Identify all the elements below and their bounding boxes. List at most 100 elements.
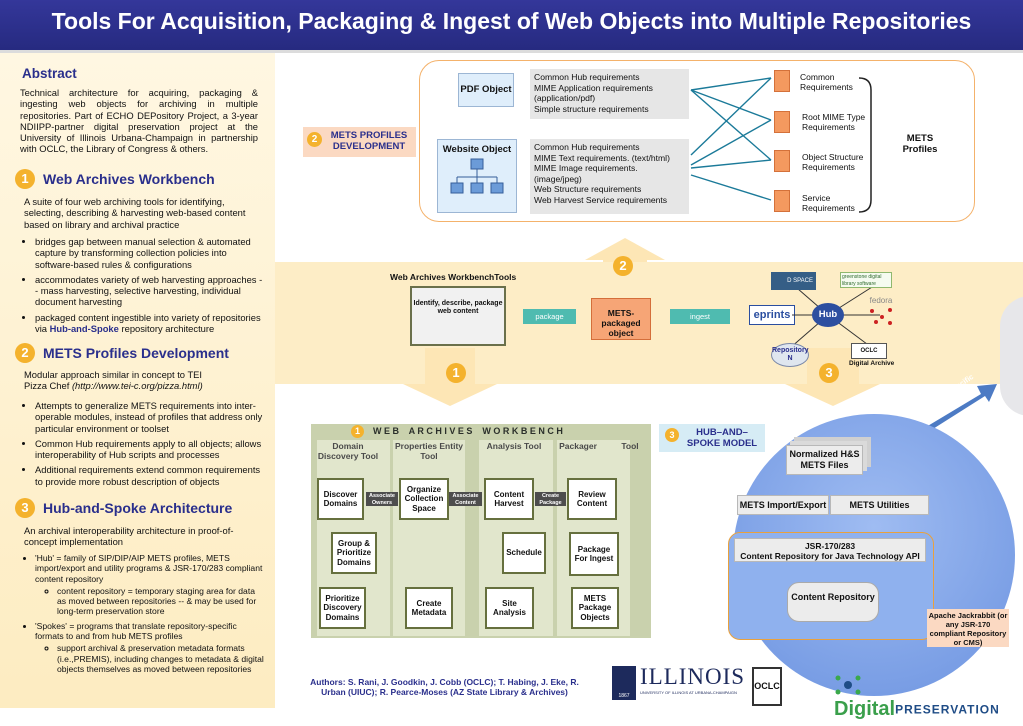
mets-profiles-label: METS Profiles xyxy=(902,133,938,155)
site-tree-icon xyxy=(450,158,504,194)
tools-stack-box: Identify, describe, package web content xyxy=(410,286,506,346)
illinois-wordmark: ILLINOIS xyxy=(640,664,746,689)
left-column: Abstract Technical architecture for acqu… xyxy=(0,53,275,708)
profile-doc-icon xyxy=(774,70,790,92)
dp-digital: Digital xyxy=(834,698,896,720)
cloud-shape xyxy=(1000,296,1023,416)
section-1-number: 1 xyxy=(15,169,35,189)
profile-doc-icon xyxy=(774,190,790,212)
up-arrow-2 xyxy=(585,238,665,262)
section-1-intro: A suite of four web archiving tools for … xyxy=(24,196,246,230)
content-repository: Content Repository xyxy=(787,582,879,622)
fedora-logo: fedora xyxy=(866,296,896,330)
bullet-text: repository architecture xyxy=(118,323,215,335)
discover-domains-card: Discover Domains xyxy=(317,478,364,520)
associate-owners-step: Associate Owners xyxy=(366,492,398,506)
section-2-bullets: Attempts to generalize METS requirements… xyxy=(24,400,264,491)
section-2-heading: METS Profiles Development xyxy=(43,345,229,361)
page-title: Tools For Acquisition, Packaging & Inges… xyxy=(51,8,972,34)
req-line: Common Hub requirements xyxy=(534,142,640,152)
mets-import-export: METS Import/Export xyxy=(737,495,829,515)
ingest-arrow: ingest xyxy=(670,309,730,324)
package-for-ingest-card: Package For Ingest xyxy=(569,532,619,576)
section-3-intro: An archival interoperability architectur… xyxy=(24,525,234,548)
oclc-logo: OCLC xyxy=(752,667,782,706)
abstract-text: Technical architecture for acquiring, pa… xyxy=(20,87,258,155)
schedule-card: Schedule xyxy=(502,532,546,574)
authors-text: Authors: S. Rani, J. Goodkin, J. Cobb (O… xyxy=(310,677,579,697)
create-package-step: Create Package xyxy=(535,492,566,506)
bullet-text: 'Spokes' = programs that translate repos… xyxy=(35,620,237,642)
list-item: packaged content ingestible into variety… xyxy=(35,312,264,335)
tag-label: HUB–AND– SPOKE MODEL xyxy=(686,427,758,449)
fedora-dots-icon xyxy=(870,308,892,325)
package-arrow: package xyxy=(523,309,576,324)
prioritize-domains-card: Prioritize Discovery Domains xyxy=(319,587,366,629)
req-line: Web Harvest Service requirements xyxy=(534,194,668,205)
hub-node: Hub xyxy=(812,303,844,327)
list-item: 'Spokes' = programs that translate repos… xyxy=(35,621,264,674)
website-object-label: Website Object xyxy=(442,144,512,155)
profile-label-root-mime: Root MIME Type Requirements xyxy=(802,112,866,132)
list-item: accommodates variety of web harvesting a… xyxy=(35,274,264,308)
profile-label-common: Common Requirements xyxy=(800,72,853,92)
pdf-object-box: PDF Object xyxy=(458,73,514,107)
illinois-seal: 1867 xyxy=(612,666,636,700)
bullet-text: packaged content ingestible into variety… xyxy=(35,311,261,335)
waw-number: 1 xyxy=(351,425,364,438)
mets-profiles-tag: 2 METS PROFILES DEVELOPMENT xyxy=(303,127,416,157)
dp-dots-icon xyxy=(835,675,861,695)
req-line: Common Hub requirements xyxy=(534,72,640,82)
hub-and-spoke-term: Hub-and-Spoke xyxy=(49,323,119,335)
req-line: MIME Image requirements. (image/jpeg) xyxy=(534,163,638,184)
waw-col-label: Analysis Tool xyxy=(486,441,542,451)
hub-model-tag: 3 HUB–AND– SPOKE MODEL xyxy=(659,424,765,452)
profile-doc-icon xyxy=(774,111,790,133)
greenstone-logo: greenstone digital library software xyxy=(840,272,892,288)
section-1-heading: Web Archives Workbench xyxy=(43,171,215,187)
req-line: MIME Application requirements (applicati… xyxy=(534,82,653,104)
review-content-card: Review Content xyxy=(567,478,617,520)
fedora-label: fedora xyxy=(869,296,893,305)
section-3-number: 3 xyxy=(15,498,35,518)
list-item: Additional requirements extend common re… xyxy=(35,464,264,487)
waw-title: W E B A R C H I V E S W O R K B E N C H xyxy=(373,426,563,436)
tag-label: METS PROFILES DEVELOPMENT xyxy=(330,130,408,152)
list-item: 'Hub' = family of SIP/DIP/AIP METS profi… xyxy=(35,553,264,617)
section-3-bullets: 'Hub' = family of SIP/DIP/AIP METS profi… xyxy=(24,553,264,678)
intro-text: Pizza Chef xyxy=(24,380,72,392)
profile-doc-icon xyxy=(774,150,790,172)
sub-list-item: support archival & preservation metadata… xyxy=(57,643,264,674)
flow-number-3: 3 xyxy=(819,363,839,383)
repository-n-node: Repository N xyxy=(771,343,809,367)
flow-number-2: 2 xyxy=(613,256,633,276)
tools-title: Web Archives WorkbenchTools xyxy=(390,272,517,282)
bullet-text: 'Hub' = family of SIP/DIP/AIP METS profi… xyxy=(35,553,263,584)
header-bar: Tools For Acquisition, Packaging & Inges… xyxy=(0,0,1023,53)
list-item: Common Hub requirements apply to all obj… xyxy=(35,438,264,461)
group-domains-card: Group & Prioritize Domains xyxy=(331,532,377,574)
waw-col-label: Properties Entity Tool xyxy=(394,441,464,461)
flow-number-1: 1 xyxy=(446,363,466,383)
website-object-box: Website Object xyxy=(437,139,517,213)
content-harvest-card: Content Harvest xyxy=(484,478,534,520)
pdf-requirements: Common Hub requirements MIME Application… xyxy=(530,69,689,119)
mets-connectors xyxy=(690,77,872,213)
req-line: Simple structure requirements xyxy=(534,103,649,114)
digital-archive-label: Digital Archive xyxy=(849,360,895,367)
website-requirements: Common Hub requirements MIME Text requir… xyxy=(530,139,689,214)
section-2-number: 2 xyxy=(15,343,35,363)
profile-label-service: Service Requirements xyxy=(802,193,855,213)
list-item: bridges gap between manual selection & a… xyxy=(35,236,264,270)
site-analysis-card: Site Analysis xyxy=(485,587,534,629)
jsr-line: Content Repository for Java Technology A… xyxy=(740,551,920,561)
list-item: Attempts to generalize METS requirements… xyxy=(35,400,264,434)
waw-col-label: Packager xyxy=(559,441,597,451)
dp-preservation: PRESERVATION xyxy=(895,702,1000,717)
tag-number: 2 xyxy=(307,132,322,147)
sub-list-item: content repository = temporary staging a… xyxy=(57,586,264,617)
section-3-heading: Hub-and-Spoke Architecture xyxy=(43,500,233,516)
dspace-logo: D SPACE xyxy=(771,272,816,290)
organize-collection-card: Organize Collection Space xyxy=(399,478,449,520)
tag-number: 3 xyxy=(665,428,679,442)
